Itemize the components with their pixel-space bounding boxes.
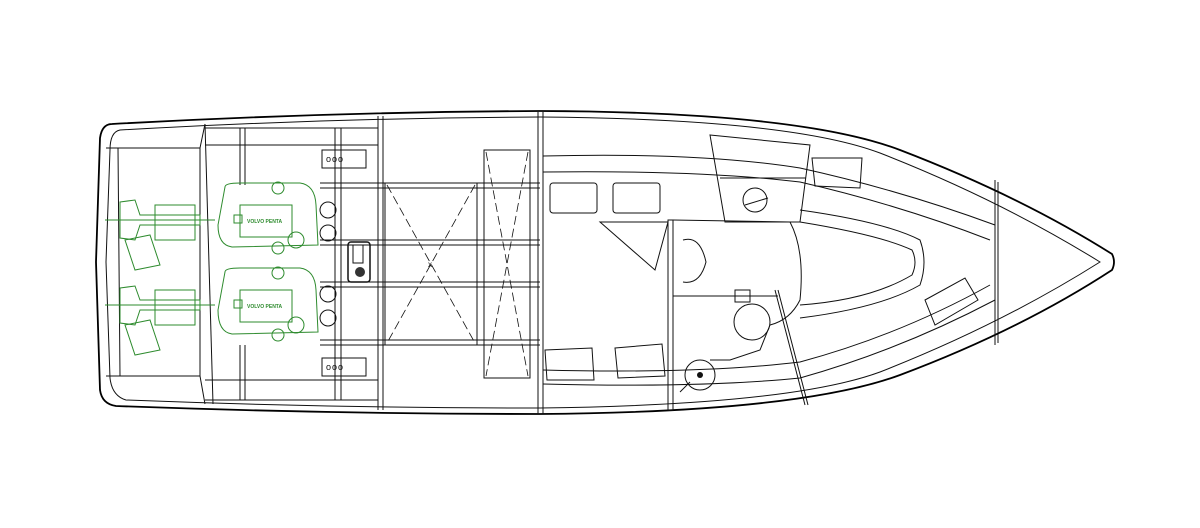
hatch-center-mark: x [428, 260, 432, 269]
vent-bottom: ooo [321, 357, 367, 377]
engine-room-frame [205, 112, 544, 414]
engine-hatch: x [384, 182, 478, 346]
stern-platform [106, 123, 214, 405]
vent-top: ooo [321, 149, 367, 169]
vent-marks: ooo [326, 154, 344, 164]
engine-brand-label: VOLVO PENTA [247, 304, 282, 310]
forward-hatch [483, 149, 531, 379]
vent-marks: ooo [326, 362, 344, 372]
hull-outline [95, 110, 1115, 415]
engine-upper: VOLVO PENTA [105, 181, 319, 271]
engine-brand-label: VOLVO PENTA [247, 219, 282, 225]
engine-lower: VOLVO PENTA [105, 266, 319, 356]
gauges [319, 201, 337, 327]
cabin-layout [542, 134, 999, 411]
hull-inner-line [105, 116, 1101, 409]
helm-chair [347, 241, 371, 283]
